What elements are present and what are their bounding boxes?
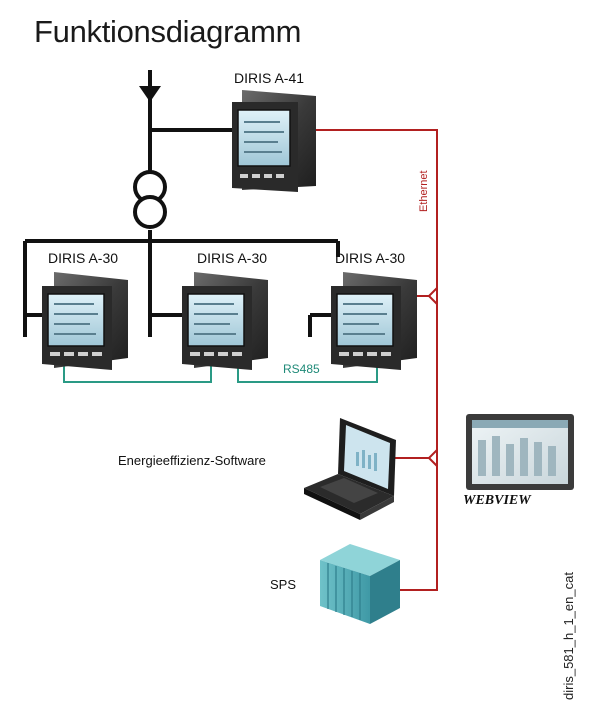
rs485-bus xyxy=(63,355,378,383)
transformer-icon xyxy=(133,170,167,229)
webview-label: WEBVIEW xyxy=(463,493,531,508)
image-code-label: diris_581_h_1_en_cat xyxy=(561,572,576,700)
ethernet-label: Ethernet xyxy=(418,170,430,212)
page-title: Funktionsdiagramm xyxy=(34,14,302,49)
plc-label: SPS xyxy=(270,577,297,592)
laptop-icon xyxy=(304,418,396,520)
rs485-label: RS485 xyxy=(283,362,320,376)
diris-a30-meter-1 xyxy=(42,272,128,370)
diris-a41-meter xyxy=(232,90,316,192)
diris-a41-label: DIRIS A-41 xyxy=(234,70,305,86)
diris-a30-meter-2 xyxy=(182,272,268,370)
webview-tablet-icon xyxy=(466,414,574,490)
diris-a30-label-2: DIRIS A-30 xyxy=(197,250,268,266)
ethernet-lines xyxy=(312,129,438,591)
diris-a30-label-1: DIRIS A-30 xyxy=(48,250,119,266)
plc-icon xyxy=(320,544,400,624)
diris-a30-meter-3 xyxy=(331,272,417,370)
incoming-arrow-icon xyxy=(139,86,161,102)
software-label: Energieeffizienz-Software xyxy=(118,453,266,468)
diris-a30-label-3: DIRIS A-30 xyxy=(335,250,406,266)
